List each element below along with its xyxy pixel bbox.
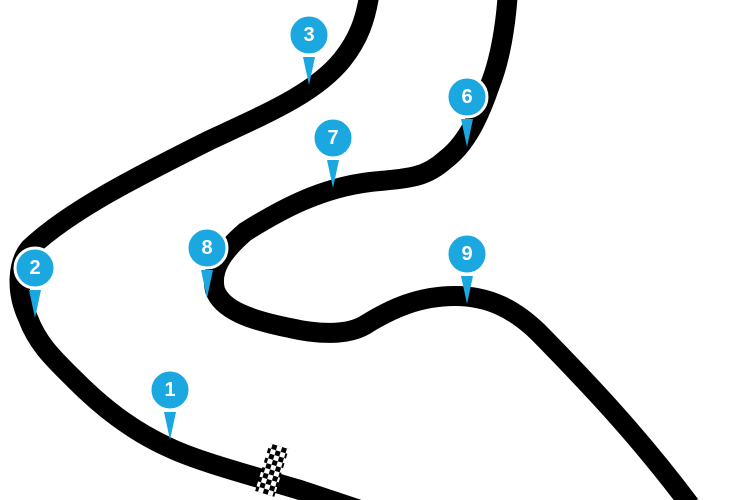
turn-marker-8[interactable]: 8 [185, 226, 229, 298]
turn-marker-9[interactable]: 9 [445, 232, 489, 304]
turn-marker-3[interactable]: 3 [287, 13, 331, 85]
finish-line-icon [255, 443, 289, 497]
turn-marker-label: 2 [29, 257, 40, 279]
turn-marker-label: 9 [461, 243, 472, 265]
turn-marker-label: 7 [327, 127, 338, 149]
turn-marker-label: 6 [461, 86, 472, 108]
turn-marker-2[interactable]: 2 [13, 246, 57, 318]
turn-marker-1[interactable]: 1 [148, 368, 192, 440]
turn-marker-6[interactable]: 6 [445, 75, 489, 147]
race-track [9, 0, 699, 500]
turn-marker-label: 8 [201, 237, 212, 259]
turn-marker-label: 1 [164, 379, 175, 401]
turn-marker-7[interactable]: 7 [311, 116, 355, 188]
turn-marker-label: 3 [303, 24, 314, 46]
